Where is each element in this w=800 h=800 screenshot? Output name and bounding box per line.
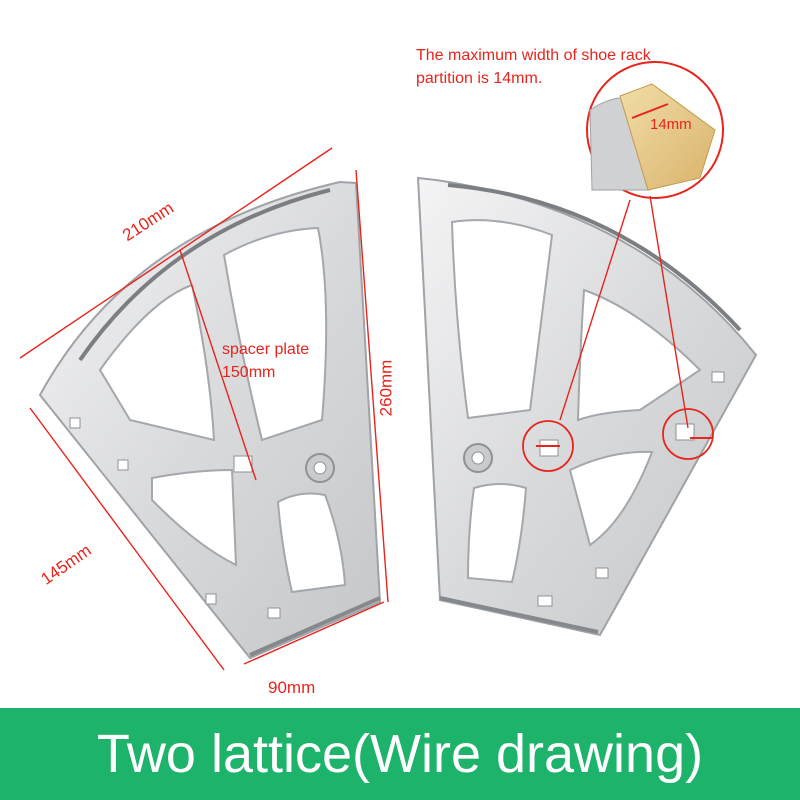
partition-width-label: 14mm	[650, 116, 692, 133]
dimension-lines	[19, 147, 389, 671]
partition-note-line2: partition is 14mm.	[416, 70, 543, 87]
right-bracket-icon	[416, 176, 758, 637]
spacer-plate-value: 150mm	[222, 364, 276, 381]
width-bottom-label: 90mm	[268, 678, 316, 697]
partition-note: The maximum width of shoe rack partition…	[416, 44, 651, 90]
title-banner: Two lattice(Wire drawing)	[0, 708, 800, 800]
height-right-label: 260mm	[376, 359, 396, 417]
banner-title: Two lattice(Wire drawing)	[96, 724, 704, 784]
spacer-plate-label: spacer plate	[222, 341, 310, 358]
spacer-plate-note: spacer plate 150mm	[222, 338, 309, 384]
partition-note-line1: The maximum width of shoe rack	[416, 47, 651, 64]
partition-detail-callout-icon	[522, 61, 724, 472]
left-bracket-icon	[38, 180, 382, 660]
